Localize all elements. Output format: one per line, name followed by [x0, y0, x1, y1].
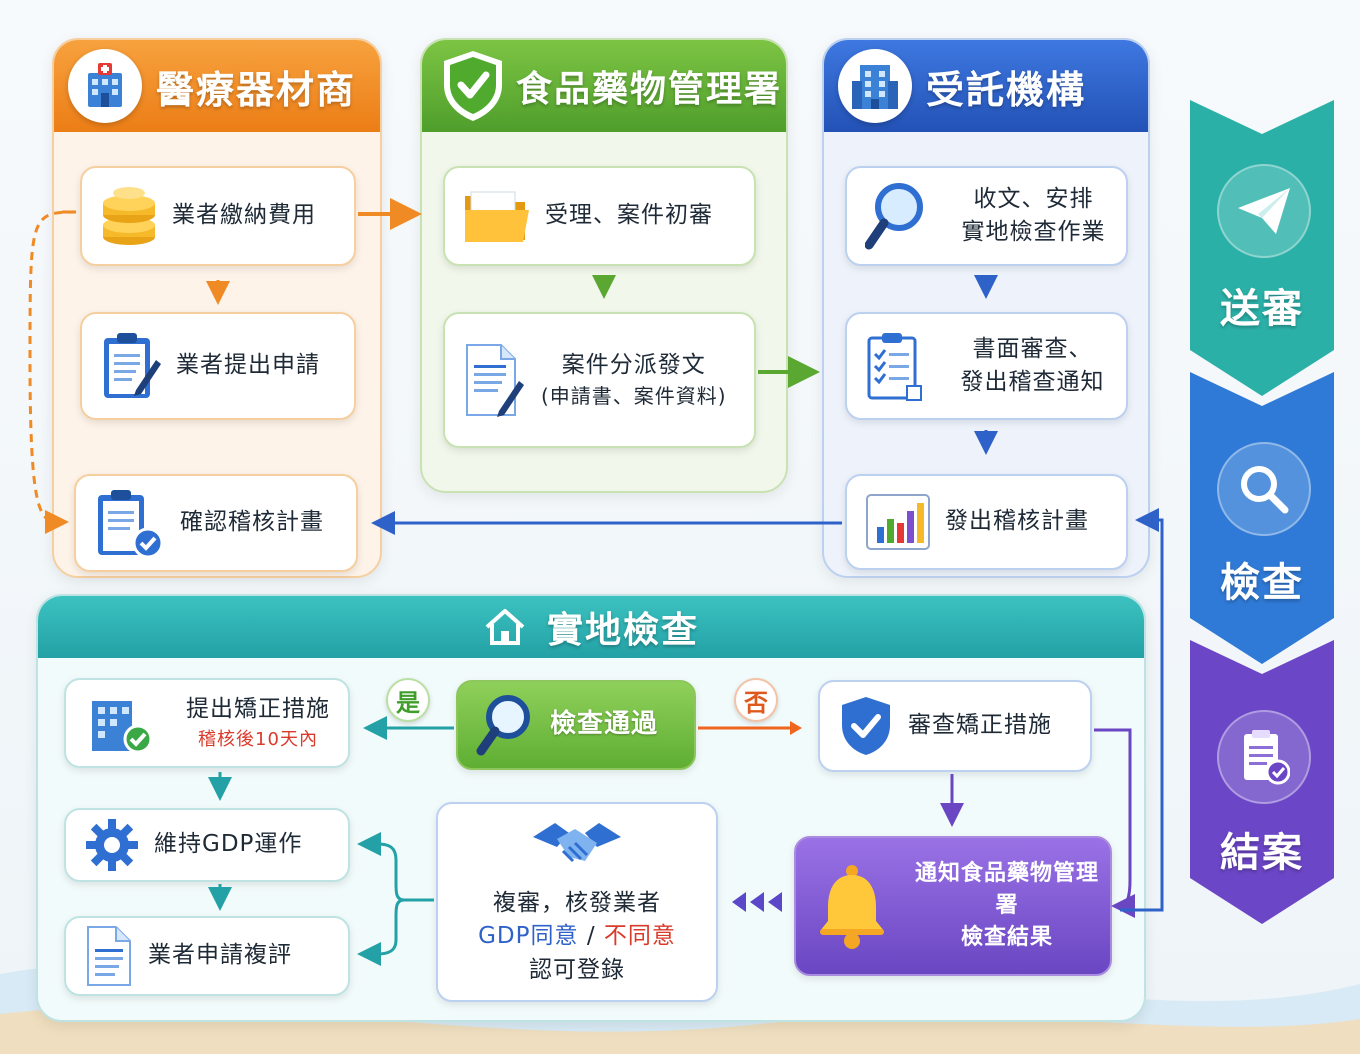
magnifier-icon	[1217, 442, 1311, 536]
stage-close-label: 結案	[1220, 830, 1304, 876]
step-submit-application[interactable]: 業者提出申請	[80, 312, 356, 420]
hospital-icon	[68, 49, 142, 123]
magnifier-icon	[865, 181, 927, 251]
step-maintain-gdp-label: 維持GDP運作	[154, 831, 303, 858]
step-notify-line1: 通知食品藥物管理署	[914, 861, 1099, 919]
bell-icon	[814, 863, 890, 949]
vendor-panel-header: 醫療器材商	[54, 40, 380, 132]
checklist-icon	[865, 330, 925, 402]
step-review-corrective-label: 審查矯正措施	[908, 712, 1052, 739]
clipboard-pen-icon	[100, 330, 162, 402]
final-disagree: 不同意	[603, 923, 676, 950]
gear-icon	[84, 817, 140, 873]
folder-icon	[463, 188, 531, 244]
step-corrective-sub: 稽核後10天內	[198, 728, 318, 750]
magnifier-icon	[476, 693, 536, 757]
final-sep: /	[578, 923, 604, 950]
clipboard-check-icon	[1217, 710, 1311, 804]
step-dispatch[interactable]: 案件分派發文 (申請書、案件資料)	[443, 312, 756, 448]
inspection-panel-title: 實地檢查	[546, 610, 699, 651]
building-check-icon	[84, 691, 154, 755]
document-pen-icon	[463, 341, 527, 419]
clipboard-check-icon	[94, 487, 166, 559]
step-receive-arrange-text: 收文、安排 實地檢查作業	[941, 183, 1126, 250]
stage-submit-label: 送審	[1220, 286, 1304, 332]
inspection-panel-header: 實地檢查	[38, 596, 1144, 658]
step-pay-fee-label: 業者繳納費用	[172, 202, 316, 229]
step-final-review[interactable]: 複審，核發業者 GDP同意 / 不同意 認可登錄	[436, 802, 718, 1002]
step-document-review-line2: 發出稽查通知	[960, 369, 1105, 395]
step-maintain-gdp[interactable]: 維持GDP運作	[64, 808, 350, 882]
step-submit-application-label: 業者提出申請	[176, 352, 320, 379]
paper-plane-icon	[1217, 164, 1311, 258]
step-corrective-title: 提出矯正措施	[186, 696, 330, 723]
step-document-review-line1: 書面審查、	[972, 335, 1093, 362]
handshake-icon	[529, 817, 625, 877]
decision-passed-label: 檢查通過	[550, 709, 659, 740]
step-receive-line2: 實地檢查作業	[961, 219, 1106, 245]
step-dispatch-line2: (申請書、案件資料)	[541, 384, 727, 409]
step-confirm-plan-label: 確認稽核計畫	[180, 509, 324, 536]
final-agree: GDP同意	[478, 923, 579, 950]
step-document-review[interactable]: 書面審查、 發出稽查通知	[845, 312, 1128, 420]
stage-inspect-label: 檢查	[1220, 560, 1304, 606]
step-notify-fda[interactable]: 通知食品藥物管理署 檢查結果	[794, 836, 1112, 976]
step-receive-line1: 收文、安排	[973, 185, 1094, 212]
step-notify-line2: 檢查結果	[960, 924, 1053, 950]
shield-check-icon	[436, 49, 510, 123]
step-pay-fee[interactable]: 業者繳納費用	[80, 166, 356, 266]
step-corrective-action[interactable]: 提出矯正措施 稽核後10天內	[64, 678, 350, 768]
step-apply-reassessment-label: 業者申請複評	[148, 942, 292, 969]
step-review-corrective[interactable]: 審查矯正措施	[818, 680, 1092, 772]
step-document-review-text: 書面審查、 發出稽查通知	[939, 333, 1126, 400]
no-label: 否	[744, 688, 768, 717]
decision-inspection-passed[interactable]: 檢查通過	[456, 680, 696, 770]
fda-panel-title: 食品藥物管理署	[516, 69, 783, 110]
yes-badge: 是	[386, 678, 430, 722]
document-icon	[84, 925, 134, 987]
no-badge: 否	[734, 678, 778, 722]
step-dispatch-text: 案件分派發文 (申請書、案件資料)	[541, 349, 727, 411]
step-confirm-plan[interactable]: 確認稽核計畫	[74, 474, 358, 572]
yes-label: 是	[396, 688, 420, 717]
coins-icon	[100, 185, 158, 247]
step-corrective-text: 提出矯正措施 稽核後10天內	[168, 693, 348, 752]
step-issue-plan-label: 發出稽核計畫	[945, 508, 1089, 535]
office-building-icon	[838, 49, 912, 123]
stage-submit: 送審	[1190, 100, 1334, 396]
step-accept-review[interactable]: 受理、案件初審	[443, 166, 756, 266]
shield-check-icon	[838, 695, 894, 757]
home-icon	[485, 609, 525, 645]
step-issue-plan[interactable]: 發出稽核計畫	[845, 474, 1128, 570]
stage-inspect: 檢查	[1190, 372, 1334, 664]
final-line3: 認可登錄	[529, 956, 625, 983]
stage-close: 結案	[1190, 640, 1334, 924]
agency-panel-header: 受託機構	[824, 40, 1148, 132]
step-apply-reassessment[interactable]: 業者申請複評	[64, 916, 350, 996]
step-dispatch-line1: 案件分派發文	[561, 351, 706, 378]
vendor-panel-title: 醫療器材商	[156, 67, 357, 112]
fda-panel-header: 食品藥物管理署	[422, 40, 786, 132]
final-line1: 複審，核發業者	[493, 889, 661, 916]
agency-panel-title: 受託機構	[926, 67, 1087, 112]
final-line2: GDP同意 / 不同意	[478, 920, 676, 953]
step-accept-review-label: 受理、案件初審	[545, 202, 713, 229]
bar-chart-report-icon	[865, 493, 931, 551]
step-notify-text: 通知食品藥物管理署 檢查結果	[904, 858, 1110, 954]
step-receive-arrange[interactable]: 收文、安排 實地檢查作業	[845, 166, 1128, 266]
